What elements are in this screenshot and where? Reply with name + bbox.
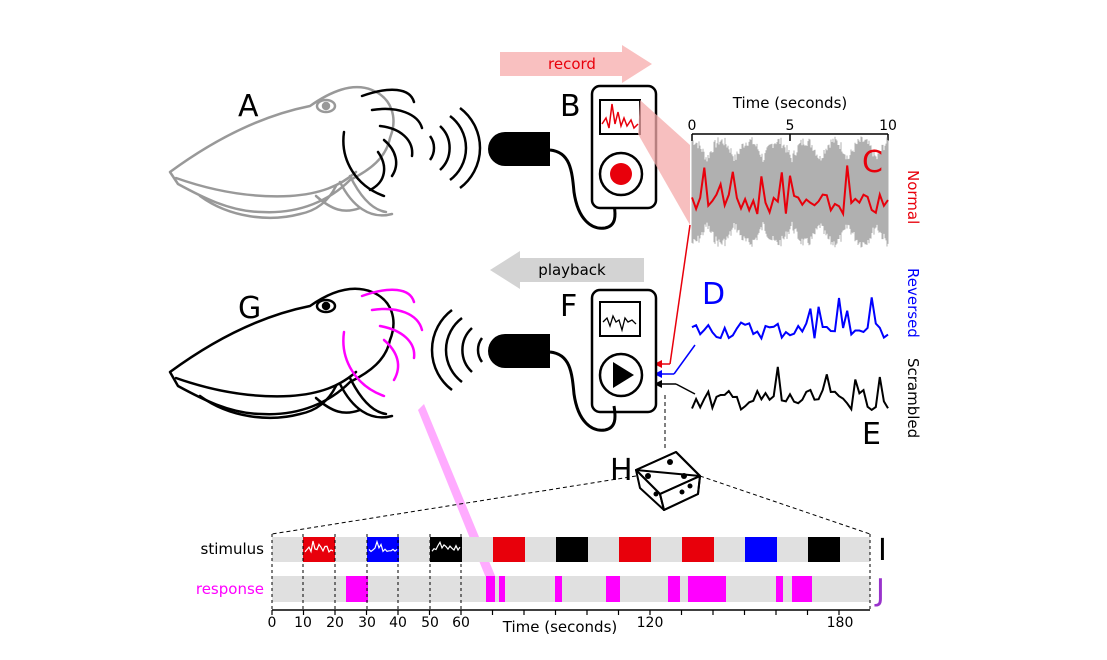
- response-projection: [418, 404, 496, 578]
- dice-icon: [635, 451, 701, 511]
- response-block: [486, 576, 495, 602]
- cuttlefish-tentacles-response: [342, 288, 424, 398]
- stimulus-block: [808, 537, 840, 562]
- response-block: [688, 576, 726, 602]
- record-label: record: [548, 55, 596, 73]
- signal-tick-0: 0: [688, 118, 697, 134]
- timeline-axis-title: Time (seconds): [502, 618, 618, 636]
- stimulus-label: stimulus: [201, 540, 265, 558]
- stimulus-block: [619, 537, 651, 562]
- response-blocks: [346, 576, 812, 602]
- cuttlefish-icon: [168, 287, 395, 419]
- panel-label-h: H: [610, 453, 633, 488]
- normal-trace: [691, 165, 889, 218]
- timeline-ticks: [271, 610, 840, 615]
- stimulus-waveform: [304, 540, 334, 554]
- timeline-axis: 0 10 20 30 40 50 60 120 180 Time (second…: [268, 609, 870, 636]
- timeline-dashes: [271, 534, 871, 610]
- condition-scrambled: Scrambled: [904, 358, 922, 438]
- cuttlefish-outline-icon: [168, 85, 395, 219]
- response-block: [668, 576, 680, 602]
- scrambled-trace: [691, 366, 889, 412]
- timeline-tick-180: 180: [827, 615, 854, 631]
- timeline-tick-0: 0: [268, 615, 277, 631]
- condition-normal: Normal: [904, 170, 922, 224]
- response-block: [606, 576, 620, 602]
- response-block: [555, 576, 562, 602]
- stimulus-block: [556, 537, 588, 562]
- panel-label-e: E: [862, 417, 881, 452]
- playback-arrow: playback: [490, 251, 644, 289]
- panel-label-b: B: [560, 89, 581, 124]
- signal-tick-10: 10: [879, 118, 897, 134]
- sound-waves-playback: [430, 309, 484, 391]
- panel-label-i: I: [878, 533, 887, 568]
- zoom-line-left: [271, 475, 637, 535]
- zoom-projection: [638, 100, 690, 225]
- response-track: [272, 576, 870, 602]
- stimulus-blocks: [303, 537, 840, 562]
- response-block: [346, 576, 368, 602]
- player-device-icon: [590, 288, 658, 414]
- stimulus-block: [493, 537, 525, 562]
- stimulus-block: [303, 537, 335, 562]
- signal-axis-title: Time (seconds): [732, 94, 848, 112]
- panel-label-f: F: [560, 289, 577, 324]
- timeline-tick-10: 10: [294, 615, 312, 631]
- response-label: response: [196, 580, 264, 598]
- timeline-tick-40: 40: [389, 615, 407, 631]
- panel-label-c: C: [862, 145, 883, 180]
- response-block: [776, 576, 783, 602]
- response-block: [792, 576, 812, 602]
- stimulus-block: [682, 537, 714, 562]
- timeline-tick-50: 50: [421, 615, 439, 631]
- selection-arrows: [654, 224, 696, 395]
- sound-waves-source: [428, 107, 482, 189]
- timeline-tick-20: 20: [326, 615, 344, 631]
- stimulus-waveform: [431, 540, 461, 552]
- cuttlefish-tentacles: [342, 88, 424, 198]
- zoom-line-right: [699, 475, 871, 535]
- panel-label-g: G: [238, 291, 261, 326]
- panel-label-a: A: [238, 89, 259, 124]
- signal-tick-5: 5: [786, 118, 795, 134]
- stimulus-block: [745, 537, 777, 562]
- stimulus-waveform: [368, 539, 398, 553]
- timeline-tick-120: 120: [637, 615, 664, 631]
- record-arrow: record: [500, 45, 652, 83]
- panel-label-j: J: [874, 573, 885, 608]
- playback-label: playback: [538, 261, 606, 279]
- timeline-tick-30: 30: [358, 615, 376, 631]
- response-block: [499, 576, 505, 602]
- speaker-icon: [488, 334, 617, 432]
- microphone-icon: [488, 132, 617, 230]
- panel-label-d: D: [702, 277, 725, 312]
- signal-axis: Time (seconds) 0 5 10: [688, 94, 897, 141]
- timeline-tick-60: 60: [452, 615, 470, 631]
- reversed-trace: [691, 297, 889, 341]
- condition-reversed: Reversed: [904, 268, 922, 338]
